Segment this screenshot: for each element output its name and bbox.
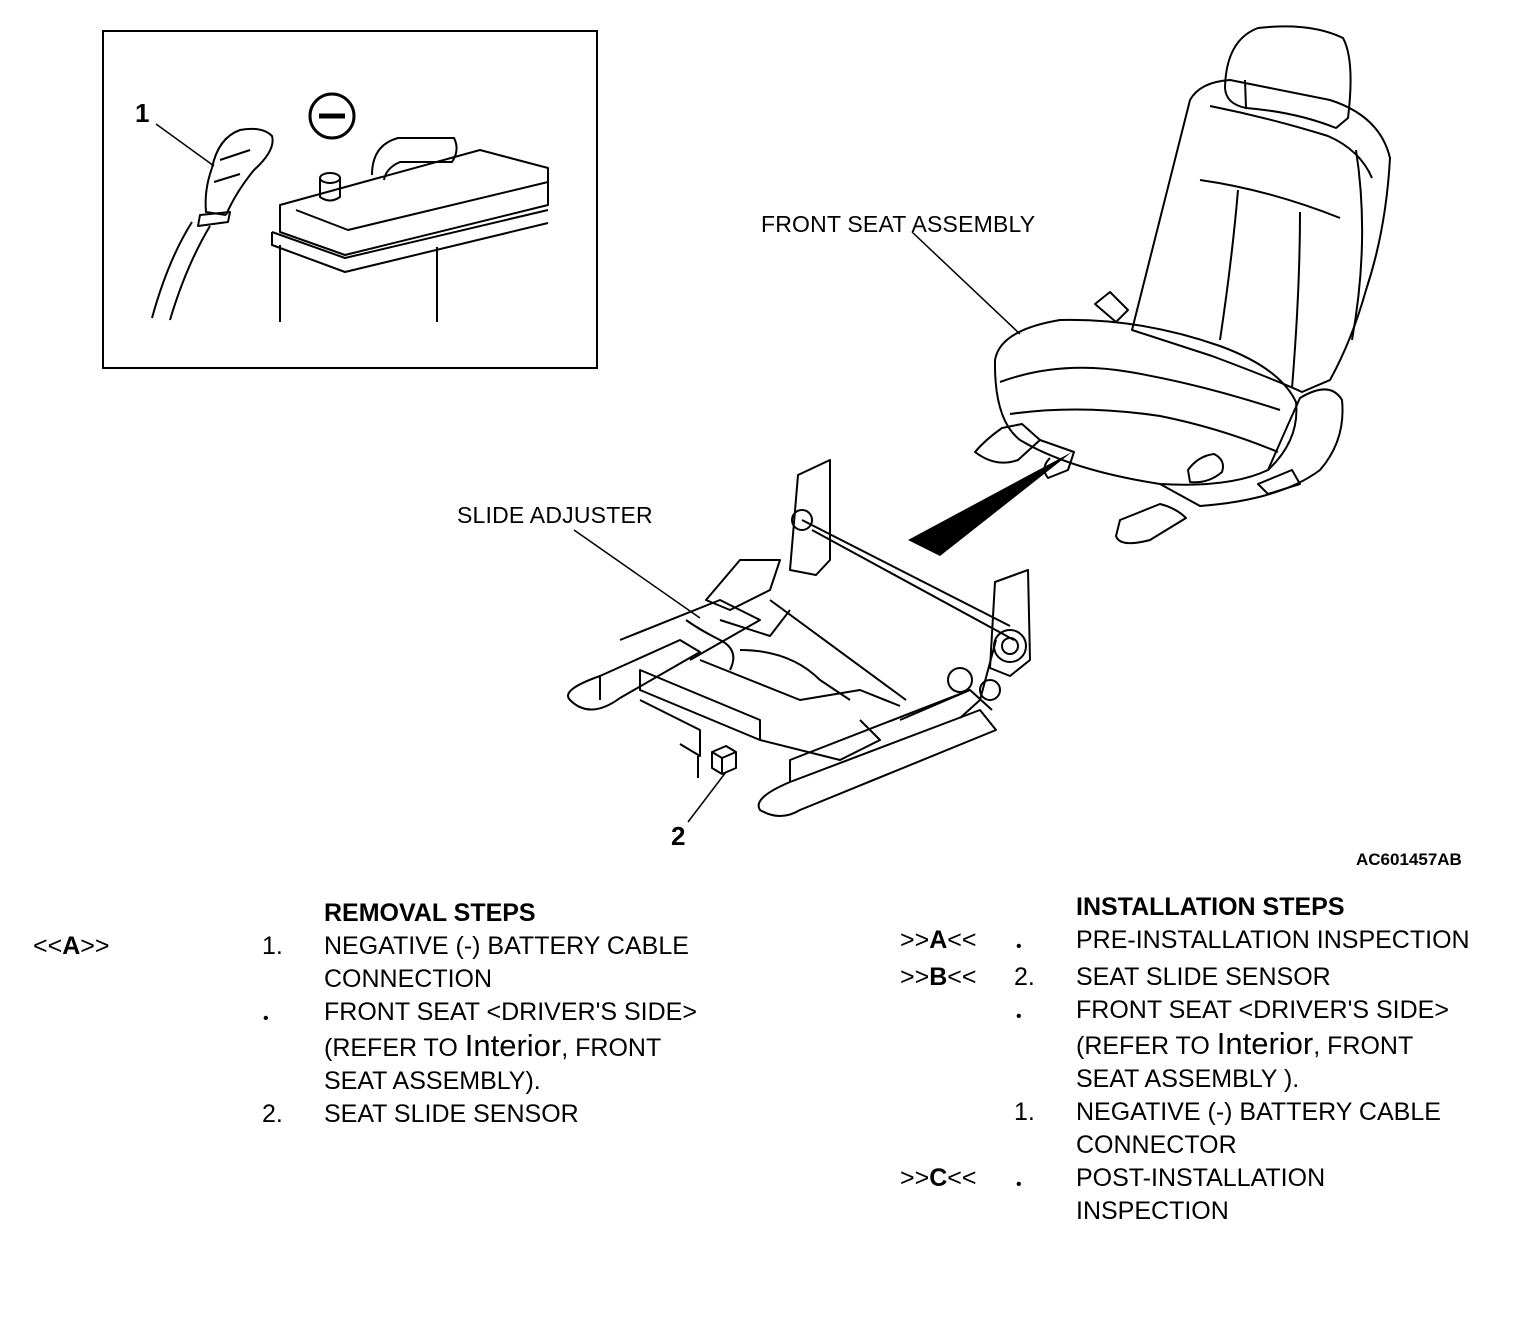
step-number: 2.	[262, 1100, 283, 1128]
figure-code: AC601457AB	[1356, 850, 1462, 869]
front-seat-assembly-label: FRONT SEAT ASSEMBLY	[761, 211, 1036, 237]
bullet-icon: •	[1016, 938, 1022, 955]
callout-2-leader	[687, 771, 727, 823]
step-text: PRE-INSTALLATION INSPECTION	[1076, 926, 1470, 954]
seat-icon	[974, 25, 1391, 545]
step-text: SEAT ASSEMBLY ).	[1076, 1065, 1300, 1093]
bullet-icon: •	[1016, 1176, 1022, 1193]
callout-1-label: 1	[135, 98, 150, 128]
interior-link[interactable]: Interior	[464, 1028, 562, 1063]
installation-step-2: >>B<< 2. SEAT SLIDE SENSOR	[0, 961, 1530, 994]
step-number: 1.	[1014, 1098, 1035, 1126]
slide-adjuster-leader	[573, 529, 701, 619]
step-text: CONNECTION	[324, 965, 493, 993]
step-text: FRONT SEAT <DRIVER'S SIDE>	[324, 998, 697, 1026]
step-text: SEAT SLIDE SENSOR	[324, 1100, 579, 1128]
bullet-icon: •	[1016, 1008, 1022, 1025]
step-number: 2.	[1014, 963, 1035, 991]
installation-step-5: >>C<< • POST-INSTALLATION INSPECTION	[0, 1162, 1530, 1228]
battery-icon	[271, 149, 549, 322]
removal-steps-list: REMOVAL STEPS <<A>> 1. NEGATIVE (-) BATT…	[0, 897, 760, 1131]
slide-adjuster-label: SLIDE ADJUSTER	[457, 502, 653, 528]
battery-cable-icon	[151, 127, 458, 321]
installation-ref-a: >>A<<	[900, 926, 977, 954]
bullet-icon: •	[263, 1010, 269, 1027]
step-text: CONNECTOR	[1076, 1131, 1237, 1159]
view-direction-arrow-icon	[908, 452, 1072, 556]
seat-slide-sensor-icon	[697, 745, 737, 778]
step-text: FRONT SEAT <DRIVER'S SIDE>	[1076, 996, 1449, 1024]
step-text: NEGATIVE (-) BATTERY CABLE	[324, 932, 689, 960]
step-number: 1.	[262, 932, 283, 960]
callout-1-leader	[155, 123, 215, 167]
step-text: SEAT SLIDE SENSOR	[1076, 963, 1331, 991]
step-reference: (REFER TO Interior, FRONT	[1076, 1026, 1414, 1061]
callout-2-label: 2	[671, 821, 686, 851]
removal-step-1: <<A>> 1. NEGATIVE (-) BATTERY CABLE CONN…	[0, 930, 760, 996]
step-text: NEGATIVE (-) BATTERY CABLE	[1076, 1098, 1441, 1126]
removal-ref-a: <<A>>	[33, 932, 110, 960]
service-illustration	[102, 25, 1391, 823]
installation-ref-b: >>B<<	[900, 963, 977, 991]
step-text: SEAT ASSEMBLY).	[324, 1067, 541, 1095]
removal-step-2: • FRONT SEAT <DRIVER'S SIDE> (REFER TO I…	[0, 996, 760, 1098]
installation-ref-c: >>C<<	[900, 1164, 977, 1192]
slide-adjuster-icon	[567, 459, 1031, 817]
installation-step-1: >>A<< • PRE-INSTALLATION INSPECTION	[0, 924, 1530, 957]
step-text: POST-INSTALLATION	[1076, 1164, 1326, 1192]
front-seat-leader	[911, 231, 1021, 335]
installation-steps-list: INSTALLATION STEPS >>A<< • PRE-INSTALLAT…	[0, 891, 1530, 1228]
removal-step-3: 2. SEAT SLIDE SENSOR	[0, 1098, 760, 1131]
negative-terminal-icon	[308, 92, 356, 140]
installation-heading: INSTALLATION STEPS	[1076, 893, 1345, 921]
installation-step-4: 1. NEGATIVE (-) BATTERY CABLE CONNECTOR	[0, 1096, 1530, 1162]
installation-step-3: • FRONT SEAT <DRIVER'S SIDE> (REFER TO I…	[0, 994, 1530, 1096]
battery-inset-frame	[102, 30, 598, 369]
interior-link[interactable]: Interior	[1216, 1026, 1314, 1061]
step-reference: (REFER TO Interior, FRONT	[324, 1028, 662, 1063]
removal-heading: REMOVAL STEPS	[324, 899, 536, 927]
step-text: INSPECTION	[1076, 1197, 1229, 1225]
